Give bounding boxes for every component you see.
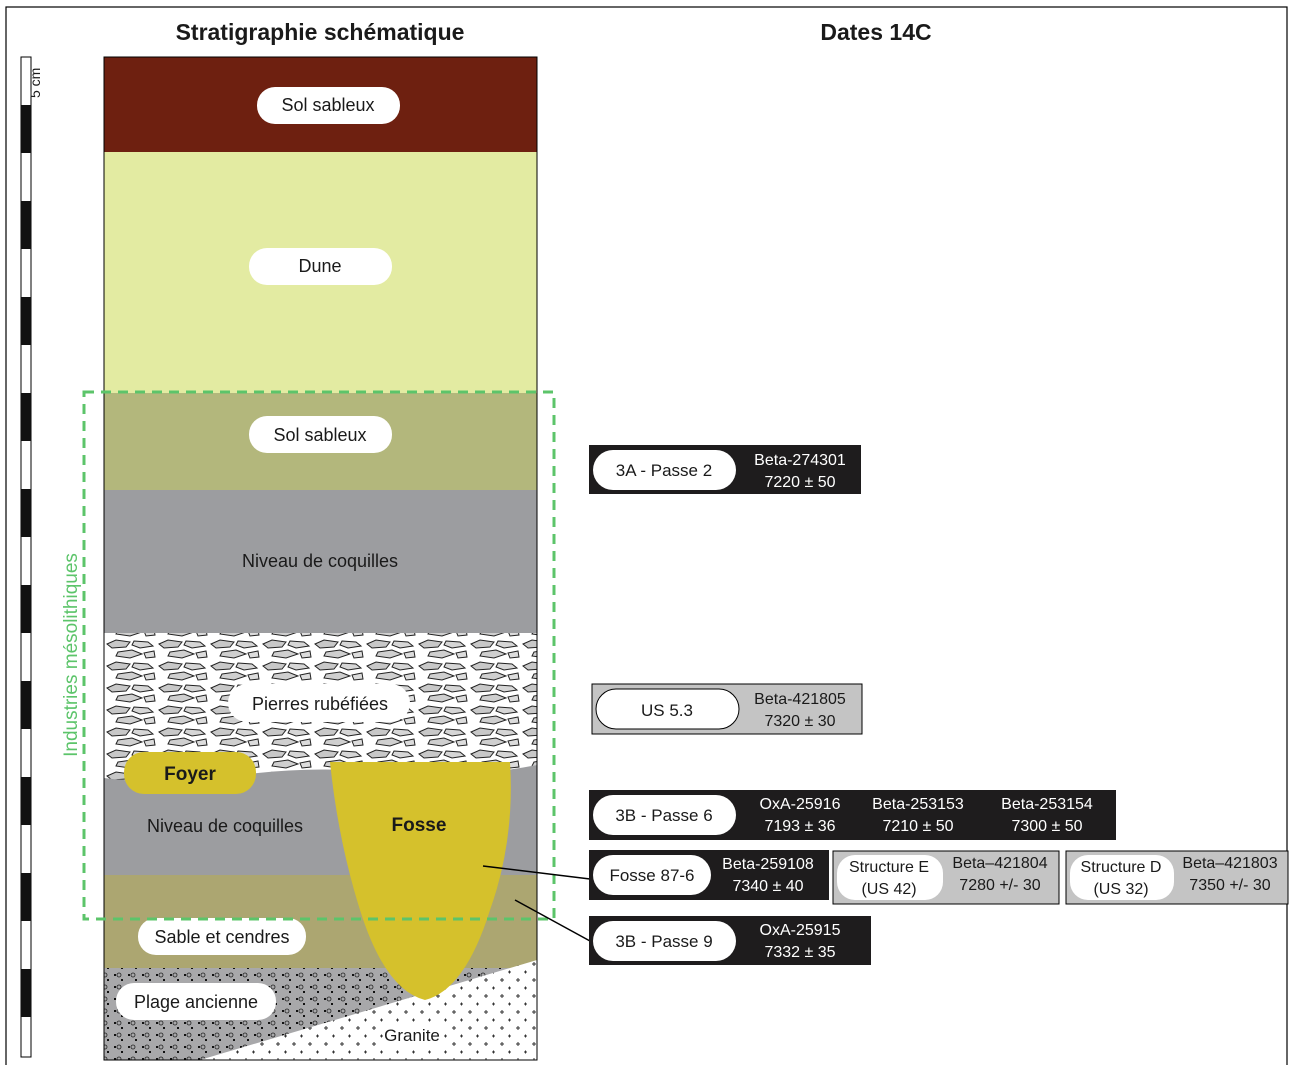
layer-granite xyxy=(200,960,537,1060)
date-3b6-label: 3B - Passe 6 xyxy=(615,806,712,825)
label-coquilles-bottom: Niveau de coquilles xyxy=(147,816,303,836)
date-structure-d: Structure D (US 32) Beta–421803 7350 +/-… xyxy=(1065,850,1289,905)
label-coquilles-top: Niveau de coquilles xyxy=(242,551,398,571)
date-structd-label2: (US 32) xyxy=(1093,881,1148,898)
label-pierres-rubefiees: Pierres rubéfiées xyxy=(252,694,388,714)
label-sol-sableux-top: Sol sableux xyxy=(281,95,374,115)
date-structe-age: 7280 +/- 30 xyxy=(959,877,1041,894)
scale-label: 5 cm xyxy=(27,68,43,98)
foyer-feature xyxy=(124,752,256,794)
date-3a-passe2: 3A - Passe 2 Beta-274301 7220 ± 50 xyxy=(589,445,861,494)
scale-segment xyxy=(21,201,31,249)
date-structure-e: Structure E (US 42) Beta–421804 7280 +/-… xyxy=(832,850,1060,905)
mesolithic-zone xyxy=(82,390,556,921)
date-3a-age: 7220 ± 50 xyxy=(764,474,835,491)
date-3b9-lab: OxA-25915 xyxy=(760,922,841,939)
label-granite: Granite xyxy=(384,1026,440,1045)
layer-labels: Sol sableux Dune Sol sableux Niveau de c… xyxy=(116,87,446,1047)
connector-3b-passe9 xyxy=(514,899,591,942)
date-3b6-lab-1: OxA-25916 xyxy=(760,796,841,813)
mesolithic-zone-label: Industries mésolithiques xyxy=(61,553,82,757)
label-sol-sableux-mid: Sol sableux xyxy=(273,425,366,445)
scale-segment xyxy=(21,681,31,729)
date-3a-label: 3A - Passe 2 xyxy=(616,461,712,480)
scale-bar: 5 cm xyxy=(20,56,43,1058)
date-3b9-age: 7332 ± 35 xyxy=(764,944,835,961)
date-structd-label1: Structure D xyxy=(1081,859,1162,876)
date-fosse-87-6: Fosse 87-6 Beta-259108 7340 ± 40 xyxy=(589,850,829,900)
date-fosse-lab: Beta-259108 xyxy=(722,856,814,873)
fosse-feature xyxy=(330,762,511,1000)
date-structe-label1: Structure E xyxy=(849,859,929,876)
scale-segment xyxy=(21,297,31,345)
date-structd-lab: Beta–421803 xyxy=(1182,855,1277,872)
label-dune: Dune xyxy=(298,256,341,276)
date-3b6-age-2: 7210 ± 50 xyxy=(882,818,953,835)
date-3b9-label: 3B - Passe 9 xyxy=(615,932,712,951)
date-us53-lab: Beta-421805 xyxy=(754,691,846,708)
scale-segment xyxy=(21,105,31,153)
layer-coquilles-top xyxy=(104,490,537,633)
date-us53-label: US 5.3 xyxy=(641,701,693,720)
date-3b-passe9: 3B - Passe 9 OxA-25915 7332 ± 35 xyxy=(589,916,871,965)
date-fosse-age: 7340 ± 40 xyxy=(732,878,803,895)
scale-segment xyxy=(21,393,31,441)
date-structe-lab: Beta–421804 xyxy=(952,855,1047,872)
label-foyer: Foyer xyxy=(164,764,216,785)
date-3b6-lab-2: Beta-253153 xyxy=(872,796,964,813)
stratigraphic-column xyxy=(103,56,538,1061)
scale-segment xyxy=(21,489,31,537)
connector-fosse xyxy=(482,865,591,880)
date-fosse-label: Fosse 87-6 xyxy=(609,866,694,885)
label-plage-ancienne: Plage ancienne xyxy=(134,992,258,1012)
label-sable-cendres: Sable et cendres xyxy=(154,927,289,947)
date-us53: US 5.3 Beta-421805 7320 ± 30 xyxy=(591,683,863,735)
label-fosse: Fosse xyxy=(392,815,447,836)
scale-segment xyxy=(21,777,31,825)
date-3b6-age-3: 7300 ± 50 xyxy=(1011,818,1082,835)
date-3a-lab: Beta-274301 xyxy=(754,452,846,469)
scale-segment xyxy=(21,873,31,921)
scale-segment xyxy=(21,585,31,633)
outer-frame xyxy=(5,6,1288,1070)
date-us53-age: 7320 ± 30 xyxy=(764,713,835,730)
stratigraphy-header: Stratigraphie schématique xyxy=(176,19,465,45)
scale-segment xyxy=(21,969,31,1017)
date-structd-age: 7350 +/- 30 xyxy=(1189,877,1271,894)
dates-header: Dates 14C xyxy=(820,19,931,45)
date-3b6-age-1: 7193 ± 36 xyxy=(764,818,835,835)
date-3b-passe6: 3B - Passe 6 OxA-25916 7193 ± 36 Beta-25… xyxy=(589,790,1116,840)
date-3b6-lab-3: Beta-253154 xyxy=(1001,796,1093,813)
date-structe-label2: (US 42) xyxy=(861,881,916,898)
